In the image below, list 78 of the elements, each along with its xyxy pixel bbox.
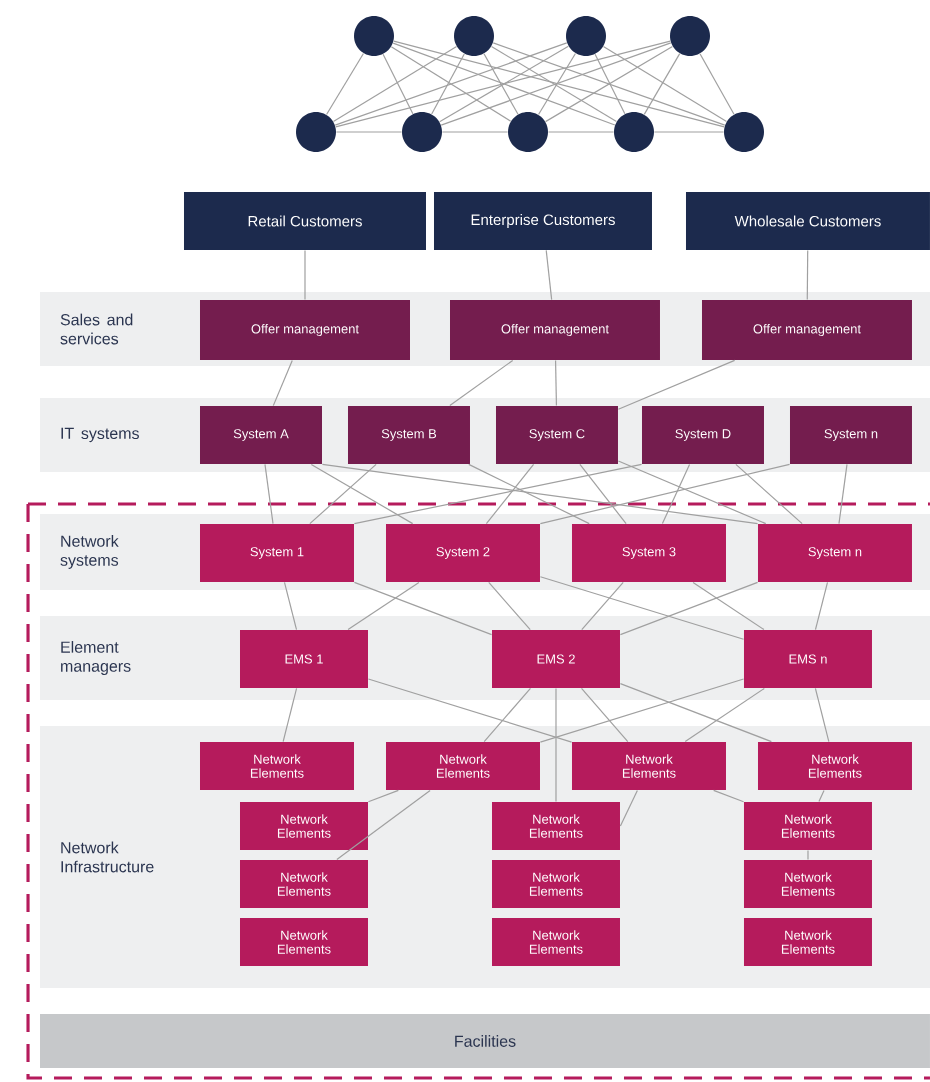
connector-line (713, 789, 745, 803)
connector-line (325, 52, 365, 116)
circle-node (354, 16, 394, 56)
connector-line (335, 40, 671, 128)
connector-line (699, 53, 735, 115)
circle-node (614, 112, 654, 152)
connector-line (393, 40, 725, 128)
connector-line (555, 687, 557, 803)
connector-line (619, 789, 638, 827)
connector-line (488, 581, 531, 631)
connector-line (431, 53, 465, 115)
connector-line (335, 131, 403, 133)
connector-line (818, 789, 825, 803)
connector-line (439, 45, 569, 123)
connector-line (353, 463, 643, 525)
connector-line (602, 46, 728, 122)
connector-line (539, 576, 745, 640)
connector-line (321, 463, 759, 525)
connector-line (336, 789, 431, 861)
connector-line (684, 687, 765, 743)
connector-line (619, 683, 772, 743)
connector-line (382, 53, 414, 115)
connector-line (283, 581, 298, 631)
connector-line (483, 687, 532, 743)
circle-node (724, 112, 764, 152)
connector-line (390, 46, 512, 122)
connector-line (353, 581, 493, 636)
connector-line (692, 581, 765, 631)
circle-node (454, 16, 494, 56)
connector-line (440, 42, 672, 126)
connector-line (814, 581, 829, 631)
connector-line (545, 249, 553, 301)
connector-line (282, 687, 298, 743)
connector-line (272, 359, 293, 407)
connector-line (661, 463, 691, 525)
circle-node (670, 16, 710, 56)
connector-line (617, 359, 736, 410)
connector-line (334, 42, 568, 126)
connector-line (367, 789, 399, 803)
connector-line (449, 359, 514, 407)
connector-line (581, 581, 624, 631)
connector-line (554, 359, 558, 407)
connector-line (594, 53, 626, 115)
connector-line (806, 249, 809, 301)
connector-line (347, 581, 420, 631)
circle-node (296, 112, 336, 152)
connector-line (441, 131, 509, 133)
connector-line (838, 463, 848, 525)
connector-line (309, 463, 377, 525)
connector-line (492, 42, 726, 126)
connector-line (580, 687, 629, 743)
connector-line (332, 46, 458, 122)
connector-line (653, 131, 725, 133)
connector-line (310, 463, 414, 525)
circle-node (566, 16, 606, 56)
circle-node (508, 112, 548, 152)
connector-line (468, 463, 590, 525)
connector-line (547, 131, 615, 133)
connector-line (490, 45, 618, 123)
facilities-band: Facilities (40, 1014, 930, 1068)
connector-line (617, 460, 767, 525)
connector-line (367, 678, 573, 743)
connector-line (539, 678, 745, 743)
circle-node (402, 112, 442, 152)
connector-line (579, 463, 627, 525)
connector-line (814, 687, 830, 743)
connector-line (807, 849, 809, 861)
connector-line (264, 463, 274, 525)
connector-line (483, 53, 519, 115)
connector-line (619, 581, 759, 636)
connector-line (539, 463, 791, 525)
connector-line (643, 53, 681, 115)
connector-line (485, 463, 535, 525)
connector-line (392, 42, 616, 126)
connector-line (735, 463, 803, 525)
connector-line (537, 52, 577, 116)
connector-line (304, 249, 306, 301)
connector-line (544, 45, 674, 123)
